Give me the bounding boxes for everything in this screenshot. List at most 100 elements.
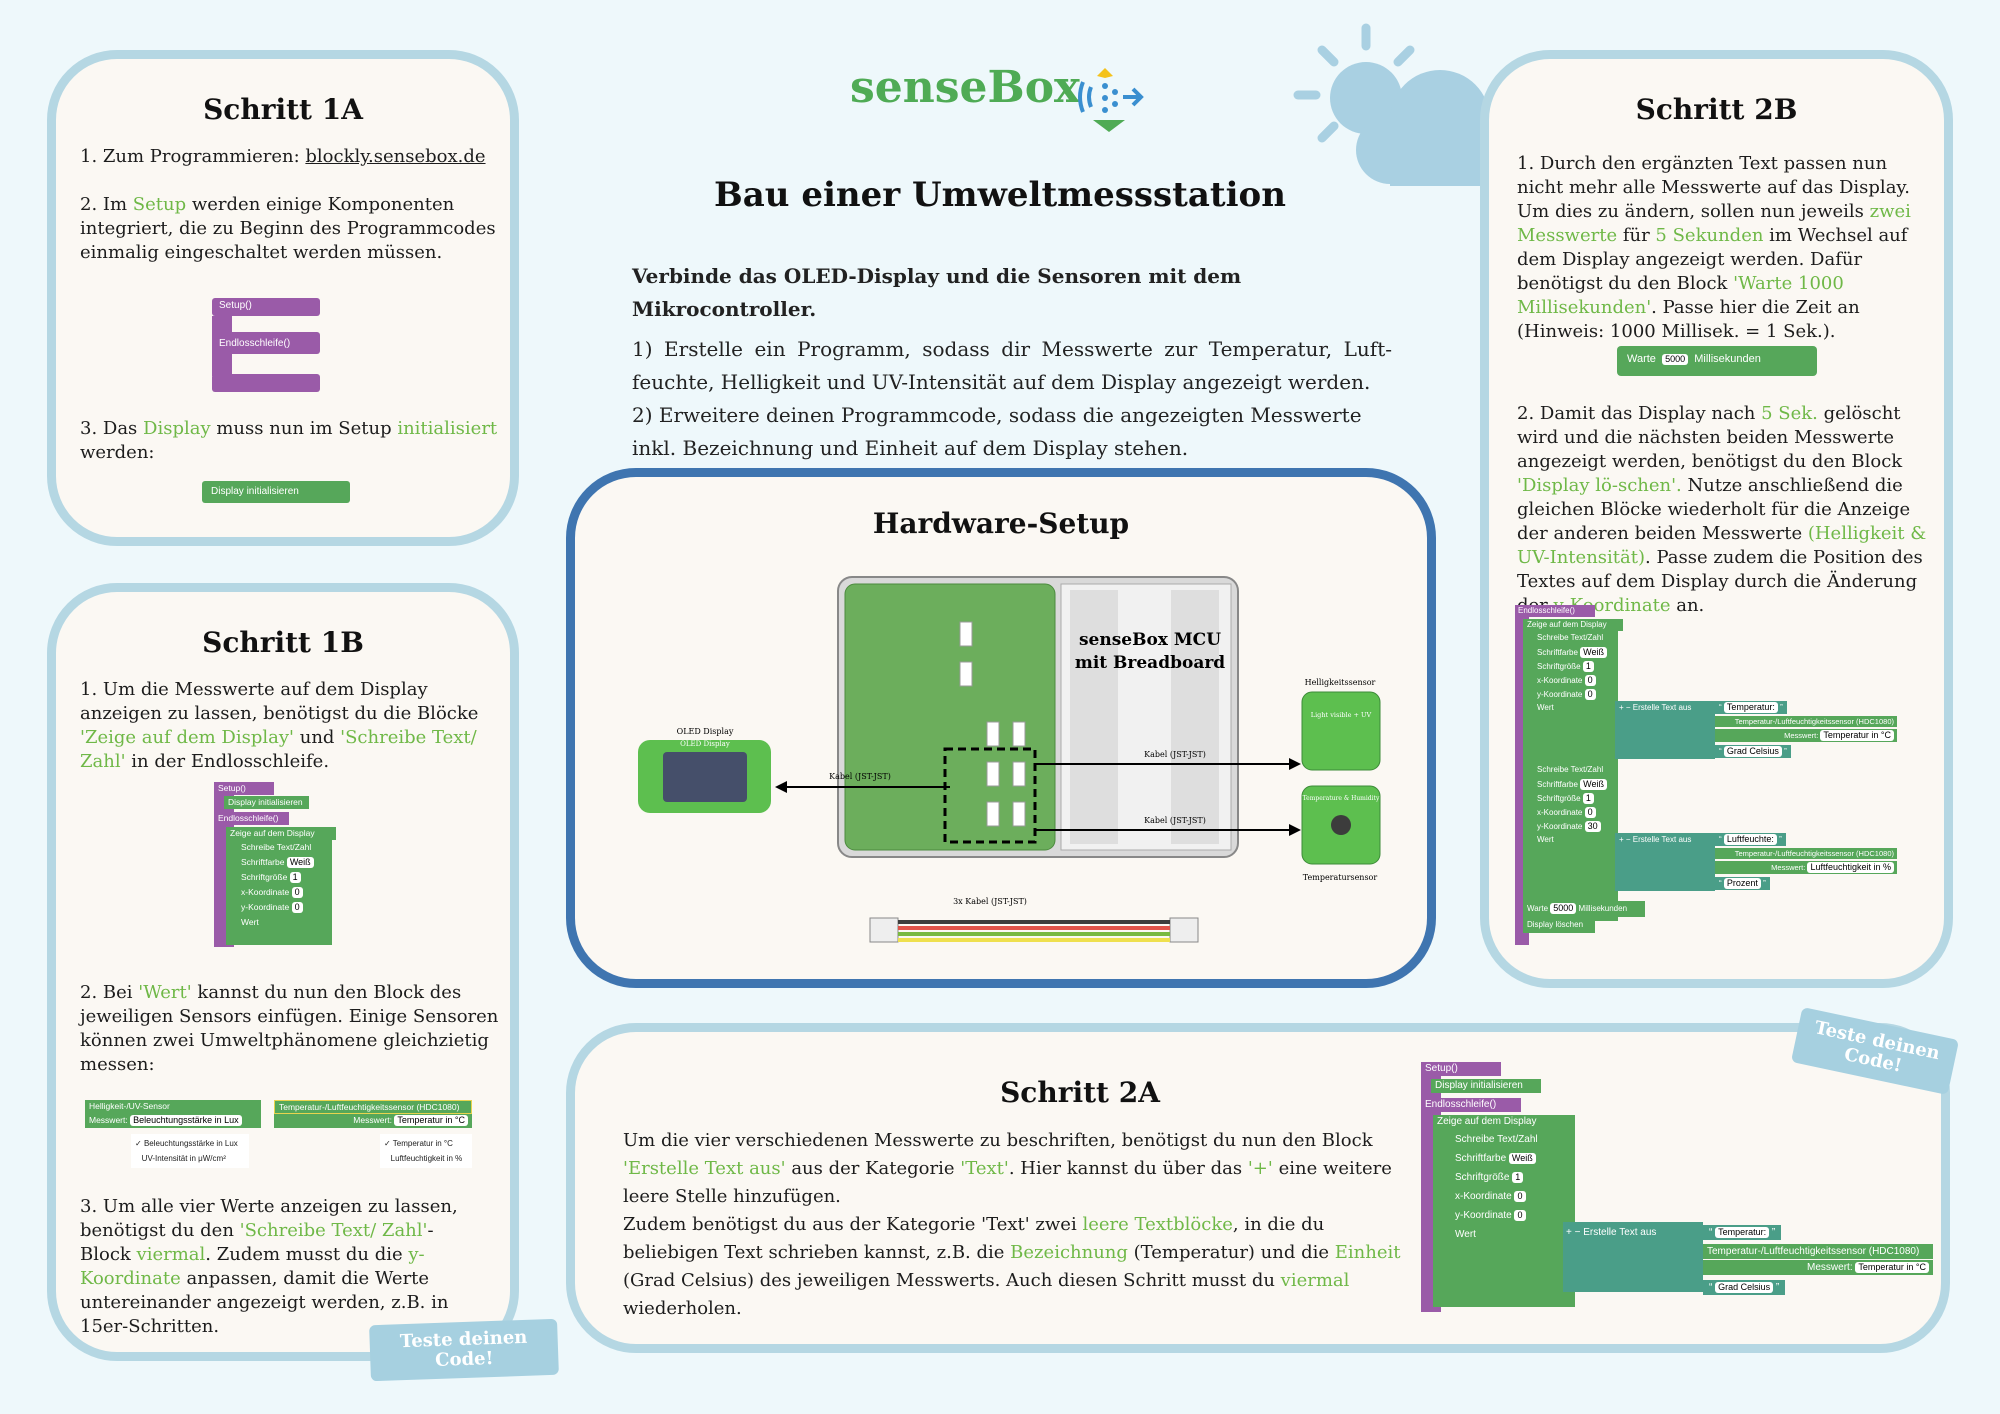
cb2a-x: x-Koordinate 0 bbox=[1455, 1191, 1526, 1202]
opt[interactable]: ✓ Temperatur in °C bbox=[384, 1139, 453, 1148]
blockly-link[interactable]: blockly.sensebox.de bbox=[305, 146, 486, 167]
y-input[interactable]: 0 bbox=[291, 902, 303, 913]
size-input[interactable]: 1 bbox=[1582, 661, 1594, 672]
hl: '+' bbox=[1247, 1158, 1273, 1179]
hl: 'Display lö-schen'. bbox=[1517, 475, 1682, 496]
text-input[interactable]: Luftfeuchte: bbox=[1723, 834, 1777, 845]
l: Erstelle Text aus bbox=[1632, 703, 1692, 712]
color-input[interactable]: Weiß bbox=[1580, 647, 1607, 658]
oled-screen-label: OLED Display bbox=[680, 740, 730, 748]
mw-dropdown[interactable]: Temperatur in °C bbox=[1820, 730, 1894, 741]
cb2b-t4: “ Prozent ” bbox=[1715, 877, 1770, 890]
l: Schriftgröße bbox=[1455, 1172, 1510, 1183]
hl: 'Warte 1000 Millisekunden' bbox=[1517, 273, 1844, 318]
text-input[interactable]: Temperatur: bbox=[1715, 1227, 1770, 1238]
sensor1-row: Messwert: Beleuchtungsstärke in Lux bbox=[85, 1114, 261, 1128]
cb2b-t1: “ Temperatur: ” bbox=[1715, 701, 1787, 714]
cb2a-setup: Setup() bbox=[1421, 1062, 1501, 1076]
color-input[interactable]: Weiß bbox=[1508, 1153, 1536, 1164]
text-input[interactable]: Temperatur: bbox=[1723, 702, 1778, 713]
opt[interactable]: UV-Intensität in μW/cm² bbox=[135, 1151, 245, 1166]
sensor1-dropdown[interactable]: Beleuchtungsstärke in Lux bbox=[130, 1115, 242, 1126]
cb2a-y: y-Koordinate 0 bbox=[1455, 1210, 1526, 1221]
step-1a-p3: 3. Das Display muss nun im Setup initial… bbox=[80, 417, 500, 465]
cb2b-mw2: Messwert: Luftfeuchtigkeit in % bbox=[1715, 861, 1897, 874]
cb2a-sensor: Temperatur-/Luftfeuchtigkeitssensor (HDC… bbox=[1703, 1244, 1933, 1259]
cb2b-clear: Display löschen bbox=[1523, 919, 1595, 933]
hl: 'Schreibe Text/ Zahl' bbox=[239, 1220, 428, 1241]
create-body bbox=[1615, 701, 1715, 759]
cb-loop: Endlosschleife() bbox=[214, 812, 289, 825]
light-board-text: Light visible + UV bbox=[1311, 711, 1372, 719]
create-body bbox=[1563, 1222, 1703, 1292]
opt[interactable]: Luftfeuchtigkeit in % bbox=[384, 1151, 468, 1166]
text-input[interactable]: Grad Celsius bbox=[1715, 1282, 1774, 1293]
text-input[interactable]: Prozent bbox=[1723, 878, 1761, 889]
mw-dropdown[interactable]: Temperatur in °C bbox=[1855, 1262, 1929, 1273]
y-input[interactable]: 0 bbox=[1584, 689, 1596, 700]
y-input[interactable]: 30 bbox=[1584, 821, 1601, 832]
logo: senseBox bbox=[850, 62, 1150, 132]
x-input[interactable]: 0 bbox=[1514, 1191, 1526, 1202]
cb2a-create: + − Erstelle Text aus bbox=[1566, 1227, 1657, 1238]
size-input[interactable]: 1 bbox=[289, 872, 301, 883]
sensor1-options: ✓ Beleuchtungsstärke in Lux UV-Intensitä… bbox=[131, 1134, 249, 1168]
cb2b-val2: Wert bbox=[1537, 835, 1554, 844]
t: anpassen, damit die Werte untereinander … bbox=[80, 1268, 449, 1337]
l: x-Koordinate bbox=[1537, 676, 1583, 685]
cb2b-sensor1: Temperatur-/Luftfeuchtigkeitssensor (HDC… bbox=[1715, 716, 1897, 727]
cb2a-init: Display initialisieren bbox=[1431, 1079, 1541, 1093]
cb-show-body bbox=[226, 827, 332, 945]
hardware-diagram: senseBox MCU mit Breadboard OLED Display… bbox=[638, 576, 1381, 943]
step-2b-p2: 2. Damit das Display nach 5 Sek. gelösch… bbox=[1517, 402, 1937, 618]
cb2a-write: Schreibe Text/Zahl bbox=[1455, 1134, 1538, 1145]
hl: Setup bbox=[132, 194, 187, 215]
opt[interactable]: ✓ Beleuchtungsstärke in Lux bbox=[135, 1139, 238, 1148]
x-input[interactable]: 0 bbox=[1584, 807, 1596, 818]
t: 1. Durch den ergänzten Text passen nun n… bbox=[1517, 153, 1910, 222]
y-input[interactable]: 0 bbox=[1514, 1210, 1526, 1221]
mw-dropdown[interactable]: Luftfeuchtigkeit in % bbox=[1807, 862, 1894, 873]
sensebox-logo-icon bbox=[1078, 68, 1144, 132]
l: Temperatur in °C bbox=[392, 1139, 453, 1148]
code-blocks-2a: Setup() Display initialisieren Endlossch… bbox=[1421, 1062, 1933, 1342]
step-2b-p1: 1. Durch den ergänzten Text passen nun n… bbox=[1517, 152, 1937, 344]
wait-input[interactable]: 5000 bbox=[1550, 903, 1577, 914]
step-1b-title: Schritt 1B bbox=[202, 626, 364, 659]
step-1a-p2: 2. Im Setup werden einige Komponenten in… bbox=[80, 193, 500, 265]
x-input[interactable]: 0 bbox=[291, 887, 303, 898]
cb2b-write2: Schreibe Text/Zahl bbox=[1537, 765, 1604, 774]
sensor2-dropdown[interactable]: Temperatur in °C bbox=[394, 1115, 468, 1126]
create-body bbox=[1615, 833, 1715, 891]
wait-block: Warte 5000 Millisekunden bbox=[1617, 346, 1817, 376]
wait-input[interactable]: 5000 bbox=[1662, 354, 1689, 365]
cb2b-x2: x-Koordinate 0 bbox=[1537, 807, 1596, 818]
cables-label: 3x Kabel (JST-JST) bbox=[953, 897, 1027, 906]
text-input[interactable]: Grad Celsius bbox=[1723, 746, 1782, 757]
loop-block-head: Endlosschleife() bbox=[212, 332, 320, 354]
cb2a-loop: Endlosschleife() bbox=[1421, 1098, 1521, 1112]
l: Schriftfarbe bbox=[241, 857, 285, 867]
cb-setup: Setup() bbox=[214, 782, 274, 795]
cb2b-loop: Endlosschleife() bbox=[1515, 605, 1595, 617]
color-input[interactable]: Weiß bbox=[286, 857, 314, 868]
cb2b-create2: + − Erstelle Text aus bbox=[1619, 835, 1692, 844]
cb-x: x-Koordinate 0 bbox=[241, 887, 303, 898]
hl: 'Wert' bbox=[138, 982, 192, 1003]
l: y-Koordinate bbox=[1537, 690, 1583, 699]
light-sensor-label: Helligkeitssensor bbox=[1305, 678, 1376, 687]
t: werden einige Komponenten integriert, di… bbox=[80, 194, 496, 263]
l: Erstelle Text aus bbox=[1632, 835, 1692, 844]
l: Millisekunden bbox=[1694, 353, 1761, 365]
size-input[interactable]: 1 bbox=[1512, 1172, 1524, 1183]
size-input[interactable]: 1 bbox=[1582, 793, 1594, 804]
step-2a-p1: Um die vier verschiedenen Messwerte zu b… bbox=[623, 1127, 1403, 1323]
cb2b-show: Zeige auf dem Display bbox=[1523, 619, 1623, 631]
color-input[interactable]: Weiß bbox=[1580, 779, 1607, 790]
l: Erstelle Text aus bbox=[1583, 1227, 1657, 1238]
step-1b-p1: 1. Um die Messwerte auf dem Display anze… bbox=[80, 678, 500, 774]
card-step-2b: Schritt 2B 1. Durch den ergänzten Text p… bbox=[1480, 50, 1953, 988]
x-input[interactable]: 0 bbox=[1584, 675, 1596, 686]
l: Messwert: bbox=[1807, 1262, 1853, 1273]
cb-init: Display initialisieren bbox=[224, 796, 309, 809]
